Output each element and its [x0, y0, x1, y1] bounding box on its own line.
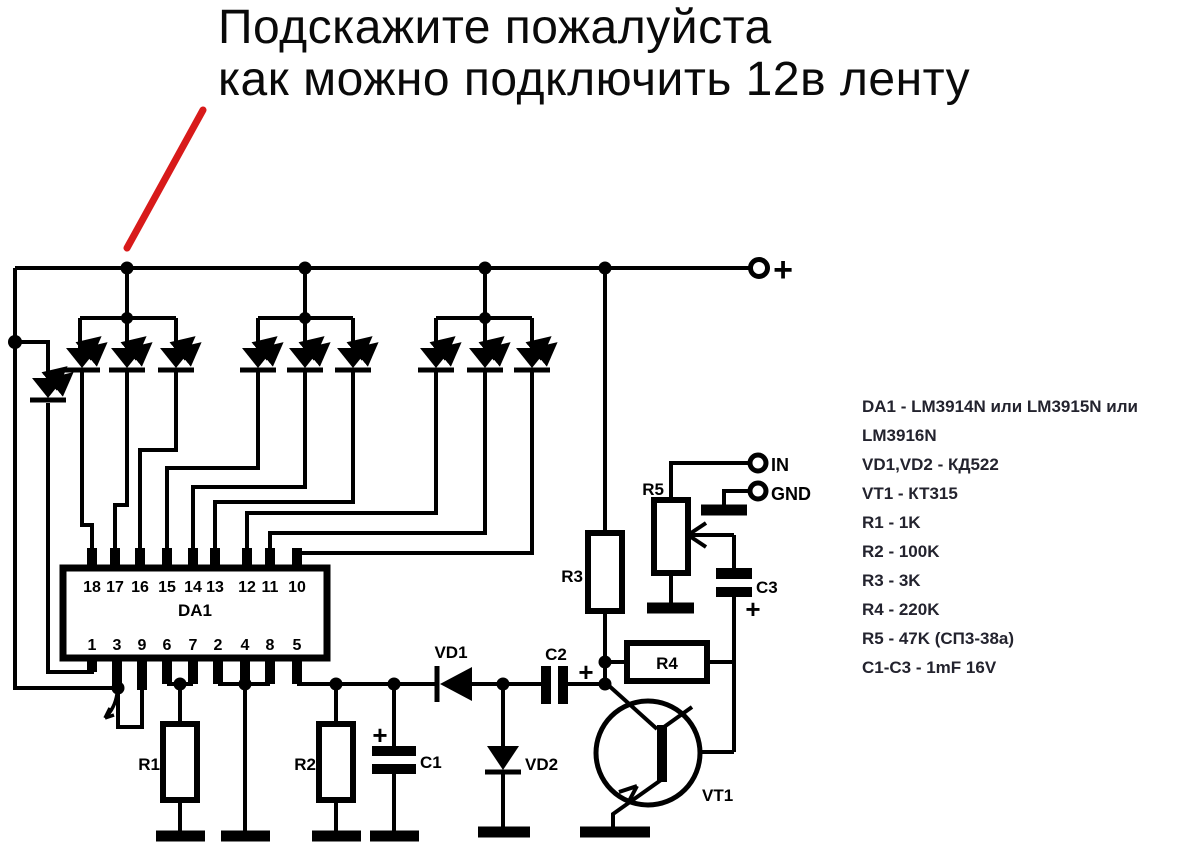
r4-label: R4 — [656, 654, 678, 673]
diode-vd1 — [434, 666, 472, 702]
c1-polarity: + — [372, 720, 387, 750]
resistor-r4 — [624, 640, 710, 684]
parts-list-item: R4 - 220K — [862, 600, 940, 619]
ic-pin-label: 1 — [88, 637, 97, 654]
led-array-wiring — [15, 268, 534, 674]
capacitor-c3 — [716, 568, 752, 597]
parts-list-item: DA1 - LM3914N или LM3915N или — [862, 397, 1138, 416]
bottom-wiring — [103, 682, 605, 831]
ic-pin-label: 4 — [241, 637, 250, 654]
ic-pin-label: 7 — [189, 637, 198, 654]
ic-pin-label: 3 — [113, 637, 122, 654]
vd1-label: VD1 — [434, 643, 467, 662]
potentiometer-r5 — [651, 497, 691, 576]
parts-list-item: VD1,VD2 - КД522 — [862, 455, 999, 474]
parts-list-item: C1-C3 - 1mF 16V — [862, 658, 997, 677]
capacitor-c1 — [372, 746, 416, 774]
c3-polarity: + — [745, 594, 760, 624]
in-terminal-label: IN — [771, 455, 789, 475]
vd2-label: VD2 — [525, 755, 558, 774]
parts-list-item: VT1 - КТ315 — [862, 484, 958, 503]
c2-label: C2 — [545, 645, 567, 664]
parts-list-item: R1 - 1K — [862, 513, 921, 532]
parts-list-item: R3 - 3K — [862, 571, 921, 590]
ic-pin-label: 17 — [106, 579, 124, 596]
question-title-line1: Подскажите пожалуйста — [218, 1, 772, 54]
c2-polarity: + — [578, 657, 593, 687]
ic-pin-label: 16 — [131, 579, 149, 596]
plus-terminal — [748, 257, 770, 279]
ground-bars — [156, 504, 747, 842]
ic-pin-label: 13 — [206, 579, 224, 596]
ic-pin-label: 9 — [138, 637, 147, 654]
transistor-vt1 — [593, 698, 703, 808]
annotation-pointer-line — [123, 106, 207, 252]
ic-pin-label: 2 — [214, 637, 223, 654]
parts-list-item: LM3916N — [862, 426, 937, 445]
question-title-line2: как можно подключить 12в ленту — [218, 53, 971, 106]
ic-pin-label: 18 — [83, 579, 101, 596]
ic-pin-label: 12 — [238, 579, 256, 596]
vt1-base-bar — [657, 725, 667, 782]
c1-label: C1 — [420, 753, 442, 772]
ic-pin-label: 15 — [158, 579, 176, 596]
ic-pin-label: 8 — [266, 637, 275, 654]
led-row — [30, 340, 553, 400]
diode-vd2 — [485, 746, 521, 775]
plus-terminal-label: + — [773, 251, 793, 289]
r1-label: R1 — [138, 755, 160, 774]
ic-pin-label: 11 — [262, 579, 279, 596]
ic-pin-label: 14 — [184, 579, 202, 596]
c3-label: C3 — [756, 578, 778, 597]
power-bus — [13, 266, 750, 690]
ic-pin-label: 10 — [288, 579, 306, 596]
parts-list-item: R5 - 47K (СП3-38а) — [862, 629, 1015, 648]
vt1-label: VT1 — [702, 786, 733, 805]
ic-da1: 18 17 16 15 14 13 12 11 10 1 3 9 6 7 2 4… — [59, 548, 331, 690]
r2-label: R2 — [294, 755, 316, 774]
r3-label: R3 — [561, 567, 583, 586]
gnd-terminal-label: GND — [771, 484, 811, 504]
gnd-terminal — [747, 480, 769, 502]
parts-list-item: R2 - 100K — [862, 542, 940, 561]
ic-pin-label: 5 — [293, 637, 302, 654]
capacitor-c2 — [541, 666, 568, 704]
ic-pin-label: 6 — [163, 637, 172, 654]
led-2-icon — [64, 340, 103, 370]
resistor-r3 — [585, 530, 625, 614]
question-title: Подскажите пожалуйста как можно подключи… — [218, 2, 970, 106]
resistor-r2 — [316, 721, 356, 803]
ic-body — [59, 564, 331, 662]
ic-name-label: DA1 — [178, 601, 212, 620]
in-terminal — [747, 452, 769, 474]
r5-label: R5 — [642, 480, 664, 499]
junction-dots — [8, 261, 612, 695]
resistor-r1 — [160, 721, 200, 803]
parts-list: DA1 - LM3914N или LM3915N или LM3916N VD… — [862, 392, 1138, 682]
